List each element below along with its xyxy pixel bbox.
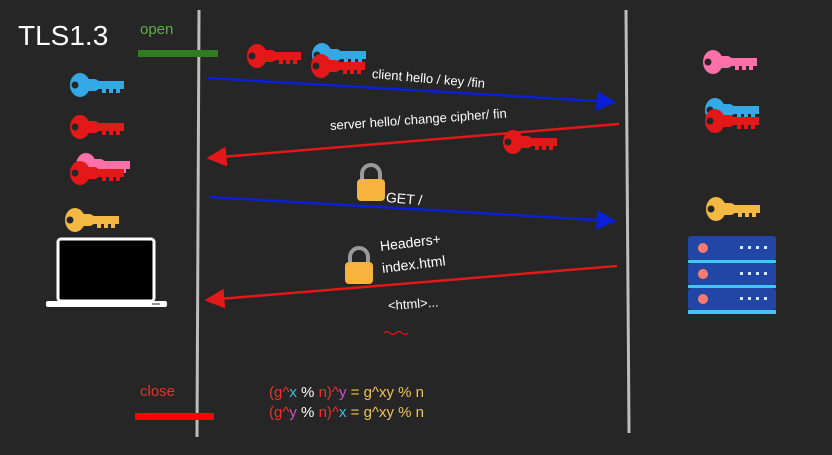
yellow-key-icon <box>706 197 760 221</box>
eq-part: x <box>338 404 347 421</box>
eq-part: y <box>289 404 297 421</box>
eq-part: (g^ <box>269 384 290 401</box>
eq-part: % n <box>393 384 424 401</box>
red-key-icon <box>503 130 557 154</box>
eq-part: % n <box>393 404 424 421</box>
blue-key-icon <box>70 73 124 97</box>
client-hello-arrow <box>207 76 617 111</box>
eq-part: xy <box>378 384 394 401</box>
eq-part: )^ <box>326 384 339 401</box>
server-hello-arrow <box>206 122 620 167</box>
page-title: TLS1.3 <box>18 20 109 51</box>
eq-part: % <box>296 404 319 421</box>
blue-red-key-icon <box>705 98 759 133</box>
server-icon <box>688 236 776 314</box>
eq-part: = g^ <box>346 384 379 401</box>
eq-part: xy <box>378 404 394 421</box>
laptop-icon <box>46 237 167 307</box>
eq-part: x <box>289 384 297 401</box>
eq-part: n <box>318 404 327 421</box>
pink-key-icon <box>703 50 757 74</box>
pink-red-key-icon <box>70 153 130 185</box>
lock-icon <box>355 163 387 203</box>
yellow-key-icon <box>65 208 119 232</box>
open-bar <box>138 50 218 57</box>
close-bar <box>135 413 214 420</box>
eq-part: = g^ <box>346 404 379 421</box>
blue-red-key-icon <box>311 43 366 78</box>
red-key-icon <box>70 115 124 139</box>
eq-part: (g^ <box>269 404 290 421</box>
eq-part: n <box>318 384 327 401</box>
diffie-hellman-equation-2: (g^y % n)^x = g^xy % n <box>269 404 424 421</box>
eq-part: )^ <box>326 404 339 421</box>
server-lifeline <box>624 9 631 434</box>
get-request-label: GET / <box>385 189 423 209</box>
open-label: open <box>140 21 174 38</box>
eq-part: y <box>338 384 347 401</box>
squiggle-underline <box>383 330 409 336</box>
red-key-icon <box>247 44 301 68</box>
diffie-hellman-equation-1: (g^x % n)^y = g^xy % n <box>269 384 424 401</box>
close-label: close <box>140 383 176 400</box>
headers-arrow <box>204 264 618 309</box>
get-arrow <box>209 195 617 230</box>
client-lifeline <box>195 9 201 438</box>
eq-part: % <box>296 384 319 401</box>
lock-icon <box>343 246 375 286</box>
